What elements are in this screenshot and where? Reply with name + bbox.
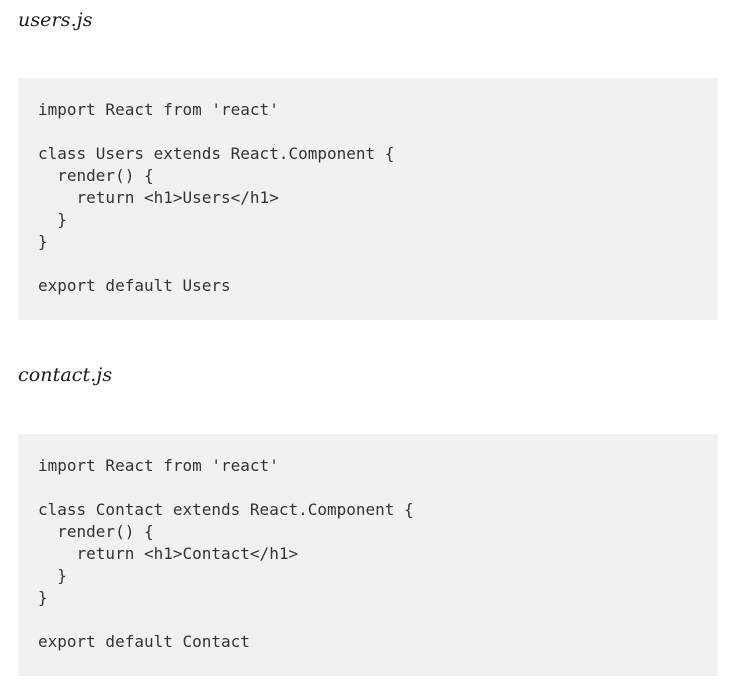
code-content-users: import React from 'react' class Users ex… — [38, 100, 395, 295]
file-title-users: users.js — [18, 9, 93, 31]
file-section-contact: contact.js import React from 'react' cla… — [0, 363, 743, 692]
code-block-users[interactable]: import React from 'react' class Users ex… — [18, 78, 718, 320]
code-block-contact[interactable]: import React from 'react' class Contact … — [18, 434, 718, 676]
file-section-users: users.js import React from 'react' class… — [0, 8, 743, 328]
file-title-contact: contact.js — [18, 364, 113, 386]
code-content-contact: import React from 'react' class Contact … — [38, 456, 414, 651]
